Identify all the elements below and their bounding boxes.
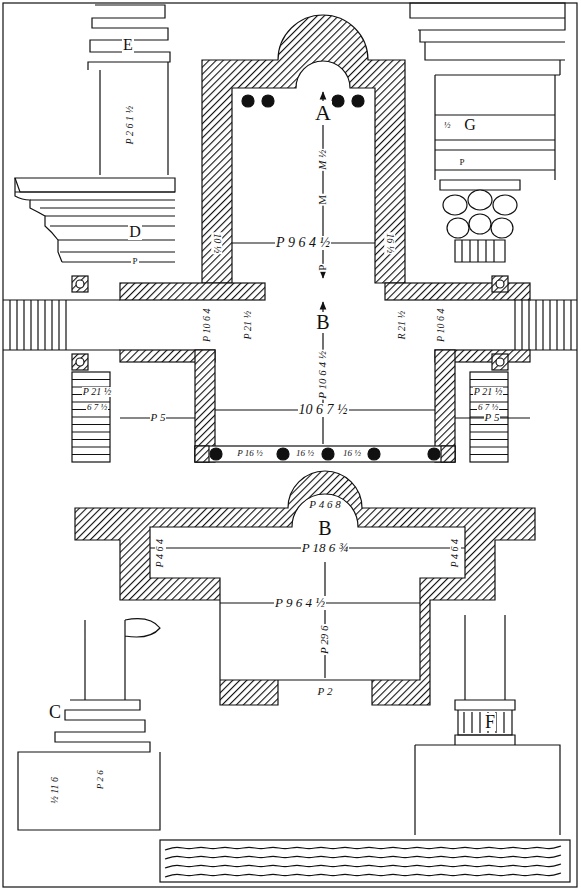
dimension-label: P 9 6 4 ½: [275, 236, 331, 251]
letter-label: B: [315, 312, 330, 333]
dimension-label: P 29 6: [319, 625, 331, 656]
dimension-label: R 21 ½: [397, 310, 408, 341]
dimension-label: ½ 11 6: [50, 776, 61, 805]
letter-label: P: [131, 257, 138, 266]
dimension-label: M ½: [317, 149, 329, 171]
dimension-label: 16 ½: [295, 449, 315, 458]
letter-label: A: [314, 101, 332, 124]
dimension-label: P 5: [484, 412, 501, 424]
dimension-label: P 10 6 4 ½: [317, 350, 329, 400]
dimension-label: P 2: [317, 686, 334, 698]
letter-label: F: [484, 713, 496, 732]
dimension-label: 6 7 ½: [477, 403, 499, 412]
dimension-label: P 21 ½: [473, 387, 503, 398]
letter-label: M: [317, 194, 329, 206]
letter-label: G: [463, 117, 477, 134]
dimension-label: 16 ½: [385, 232, 396, 254]
dimension-label: P 4 6 4: [155, 538, 166, 568]
letter-label: E: [122, 37, 134, 54]
dimension-label: P 5: [150, 412, 167, 424]
dimension-label: P 2 6 1 ½: [125, 105, 136, 145]
dimension-label: P 18 6 ¾: [301, 541, 350, 555]
dimension-label: P 21 ½: [82, 387, 112, 398]
dimension-label: P 21 ½: [243, 310, 254, 340]
letter-label: C: [48, 703, 62, 722]
dimension-label: P 2 6: [95, 770, 104, 791]
dimension-label: 6 7 ½: [86, 403, 108, 412]
dimension-label: P 16 ½: [236, 449, 264, 458]
dimension-label: P 4 6 4: [450, 538, 461, 568]
dimension-label: P 10 6 4: [203, 307, 214, 342]
letter-label: P: [317, 264, 329, 272]
dimension-label: 10 ½: [212, 232, 223, 254]
letter-label: B: [317, 518, 332, 539]
dimension-label: 16 ½: [342, 449, 362, 458]
letter-label: P: [458, 158, 465, 167]
dimension-label: P 4 6 8: [308, 499, 341, 511]
dimension-label: 10 6 7 ½: [298, 403, 349, 418]
dimension-label: P 9 6 4 ½: [274, 596, 326, 610]
letter-label: D: [128, 224, 142, 241]
dimension-label: ½: [443, 121, 452, 130]
dimension-label: P 10 6 4: [437, 307, 448, 342]
